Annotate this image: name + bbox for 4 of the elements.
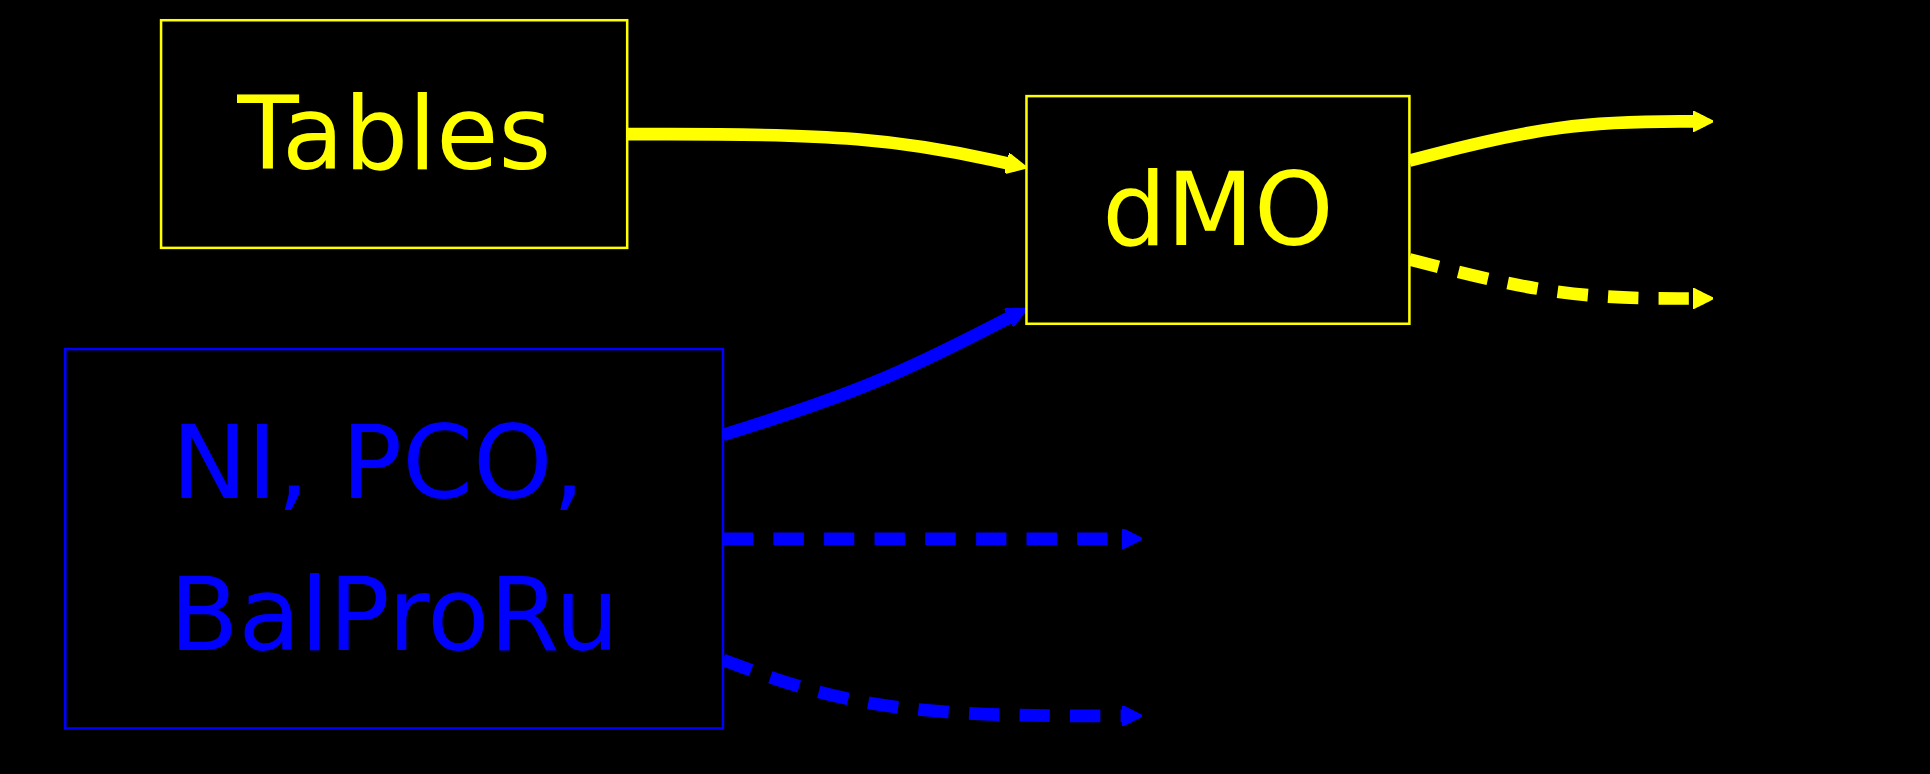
node-box: NI, PCO, BalProRu — [64, 347, 725, 730]
arrow — [722, 527, 1144, 550]
node-box: Tables — [159, 18, 629, 250]
node-box: dMO — [1025, 94, 1411, 326]
